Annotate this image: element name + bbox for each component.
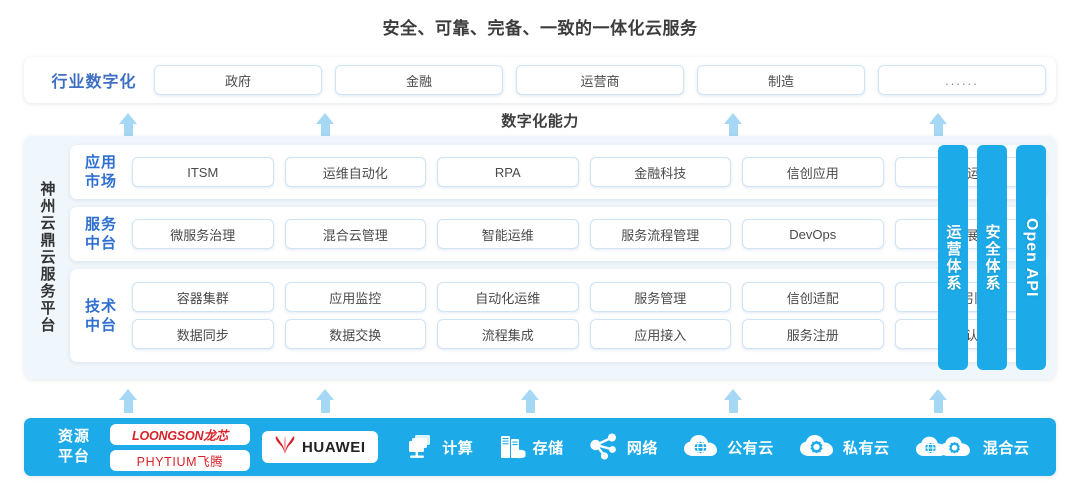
compute-icon (406, 432, 436, 462)
resource-item-private-cloud[interactable]: 私有云 (799, 434, 890, 460)
cell-service-process-management[interactable]: 服务流程管理 (589, 219, 731, 249)
resource-label-line2: 平台 (57, 448, 90, 465)
industry-item-manufacturing[interactable]: 制造 (697, 65, 865, 95)
up-arrow-8 (724, 389, 743, 413)
private-cloud-icon (799, 434, 837, 460)
tier-grid-technology-middle-platform: 容器集群 应用监控 自动化运维 服务管理 信创适配 流程引擎 数据同步 数据交换… (132, 282, 1036, 349)
tier-grid-application-market: ITSM 运维自动化 RPA 金融科技 信创应用 运维/运营 (132, 157, 1036, 187)
tier-technology-middle-platform: 技术 中台 容器集群 应用监控 自动化运维 服务管理 信创适配 流程引擎 数据同… (70, 269, 1046, 362)
vbar-operations-system[interactable]: 运营体系 (938, 145, 968, 370)
huawei-flower-icon (274, 435, 296, 460)
resource-item-storage[interactable]: 存储 (499, 432, 564, 462)
phytium-logo: PHYTIUM飞腾 (110, 449, 250, 471)
industry-item-finance[interactable]: 金融 (335, 65, 503, 95)
tier-label-application-market: 应用 市场 (70, 153, 132, 191)
tier-row: ITSM 运维自动化 RPA 金融科技 信创应用 运维/运营 (132, 157, 1036, 187)
up-arrow-7 (521, 389, 540, 413)
network-icon (589, 432, 621, 462)
phytium-logo-text: PHYTIUM飞腾 (136, 454, 224, 469)
resource-item-compute[interactable]: 计算 (406, 432, 473, 462)
resource-item-label: 存储 (532, 439, 564, 457)
cell-service-management[interactable]: 服务管理 (589, 282, 731, 312)
tier-service-middle-platform: 服务 中台 微服务治理 混合云管理 智能运维 服务流程管理 DevOps 大屏展… (70, 207, 1046, 261)
tier-grid-service-middle-platform: 微服务治理 混合云管理 智能运维 服务流程管理 DevOps 大屏展示 (132, 219, 1036, 249)
tier-application-market: 应用 市场 ITSM 运维自动化 RPA 金融科技 信创应用 运维/运营 (70, 145, 1046, 199)
digital-capability-label: 数字化能力 (501, 113, 579, 130)
tier-label-line1: 服务 (84, 216, 117, 233)
cell-microservice-governance[interactable]: 微服务治理 (132, 219, 274, 249)
up-arrow-1 (119, 113, 138, 137)
cell-service-registry[interactable]: 服务注册 (742, 319, 884, 349)
tier-label-service-middle-platform: 服务 中台 (70, 215, 132, 253)
up-arrow-5 (119, 389, 138, 413)
hybrid-cloud-icon (915, 434, 977, 460)
vbar-open-api[interactable]: Open API (1016, 145, 1046, 370)
up-arrow-3 (724, 113, 743, 137)
cell-ops-automation[interactable]: 运维自动化 (284, 157, 426, 187)
tier-label-line2: 中台 (84, 235, 117, 252)
page-title: 安全、可靠、完备、一致的一体化云服务 (382, 19, 698, 38)
up-arrow-6 (316, 389, 335, 413)
up-arrow-9 (929, 389, 948, 413)
industry-item-government[interactable]: 政府 (154, 65, 322, 95)
resource-platform-bar: 资源 平台 LOONGSON龙芯 PHYTIUM飞腾 HUAWEI (24, 418, 1056, 476)
tier-row: 容器集群 应用监控 自动化运维 服务管理 信创适配 流程引擎 (132, 282, 1036, 312)
industry-item-carrier[interactable]: 运营商 (516, 65, 684, 95)
storage-icon (499, 432, 527, 462)
cell-xinchuang-app[interactable]: 信创应用 (742, 157, 884, 187)
cell-application-access[interactable]: 应用接入 (589, 319, 731, 349)
cell-application-monitoring[interactable]: 应用监控 (284, 282, 426, 312)
industry-items: 政府 金融 运营商 制造 ...... (154, 65, 1046, 95)
tier-row: 微服务治理 混合云管理 智能运维 服务流程管理 DevOps 大屏展示 (132, 219, 1036, 249)
industry-row-label: 行业数字化 (51, 74, 137, 91)
cell-rpa[interactable]: RPA (437, 157, 579, 187)
tier-label-line2: 中台 (84, 316, 117, 334)
platform-tiers: 应用 市场 ITSM 运维自动化 RPA 金融科技 信创应用 运维/运营 服务 … (70, 136, 1056, 379)
tier-row: 数据同步 数据交换 流程集成 应用接入 服务注册 统一认证 (132, 319, 1036, 349)
resource-items: 计算 (394, 432, 1042, 462)
huawei-logo: HUAWEI (262, 431, 378, 463)
platform-side-label: 神州云鼎云服务平台 (38, 181, 56, 334)
loongson-logo: LOONGSON龙芯 (110, 423, 250, 445)
resource-item-label: 计算 (442, 439, 474, 457)
tier-label-line1: 技术 (84, 297, 117, 315)
resource-item-hybrid-cloud[interactable]: 混合云 (915, 434, 1030, 460)
resource-item-network[interactable]: 网络 (589, 432, 658, 462)
resource-platform-label: 资源 平台 (38, 427, 110, 467)
tier-label-line2: 市场 (84, 173, 117, 190)
resource-item-label: 网络 (626, 439, 658, 457)
industry-item-more[interactable]: ...... (878, 65, 1046, 95)
cell-process-integration[interactable]: 流程集成 (437, 319, 579, 349)
cell-container-cluster[interactable]: 容器集群 (132, 282, 274, 312)
tier-label-line1: 应用 (84, 154, 117, 171)
vbar-security-system[interactable]: 安全体系 (977, 145, 1007, 370)
cell-intelligent-ops[interactable]: 智能运维 (437, 219, 579, 249)
industry-digitalization-row: 行业数字化 政府 金融 运营商 制造 ...... (24, 57, 1056, 103)
chip-vendor-logos: LOONGSON龙芯 PHYTIUM飞腾 (110, 423, 250, 471)
cell-data-exchange[interactable]: 数据交换 (284, 319, 426, 349)
platform-side-label-wrap: 神州云鼎云服务平台 (24, 136, 70, 379)
cell-xinchuang-adaptation[interactable]: 信创适配 (742, 282, 884, 312)
loongson-logo-text: LOONGSON龙芯 (132, 428, 228, 443)
cell-hybrid-cloud-management[interactable]: 混合云管理 (284, 219, 426, 249)
vertical-capability-bars: 运营体系 安全体系 Open API (938, 145, 1046, 370)
resource-item-public-cloud[interactable]: 公有云 (683, 434, 774, 460)
cell-fintech[interactable]: 金融科技 (589, 157, 731, 187)
cell-itsm[interactable]: ITSM (132, 157, 274, 187)
public-cloud-icon (683, 434, 721, 460)
cell-data-sync[interactable]: 数据同步 (132, 319, 274, 349)
resource-item-label: 公有云 (727, 439, 774, 457)
resource-item-label: 混合云 (982, 439, 1030, 457)
resource-label-line1: 资源 (57, 428, 90, 445)
cloud-service-platform: 神州云鼎云服务平台 应用 市场 ITSM 运维自动化 RPA 金融科技 信创应用… (24, 136, 1056, 379)
up-arrow-2 (316, 113, 335, 137)
resource-item-label: 私有云 (843, 439, 890, 457)
tier-label-technology-middle-platform: 技术 中台 (70, 297, 132, 335)
up-arrow-4 (929, 113, 948, 137)
huawei-logo-text: HUAWEI (302, 438, 366, 456)
cell-devops[interactable]: DevOps (742, 219, 884, 249)
cell-automated-ops[interactable]: 自动化运维 (437, 282, 579, 312)
